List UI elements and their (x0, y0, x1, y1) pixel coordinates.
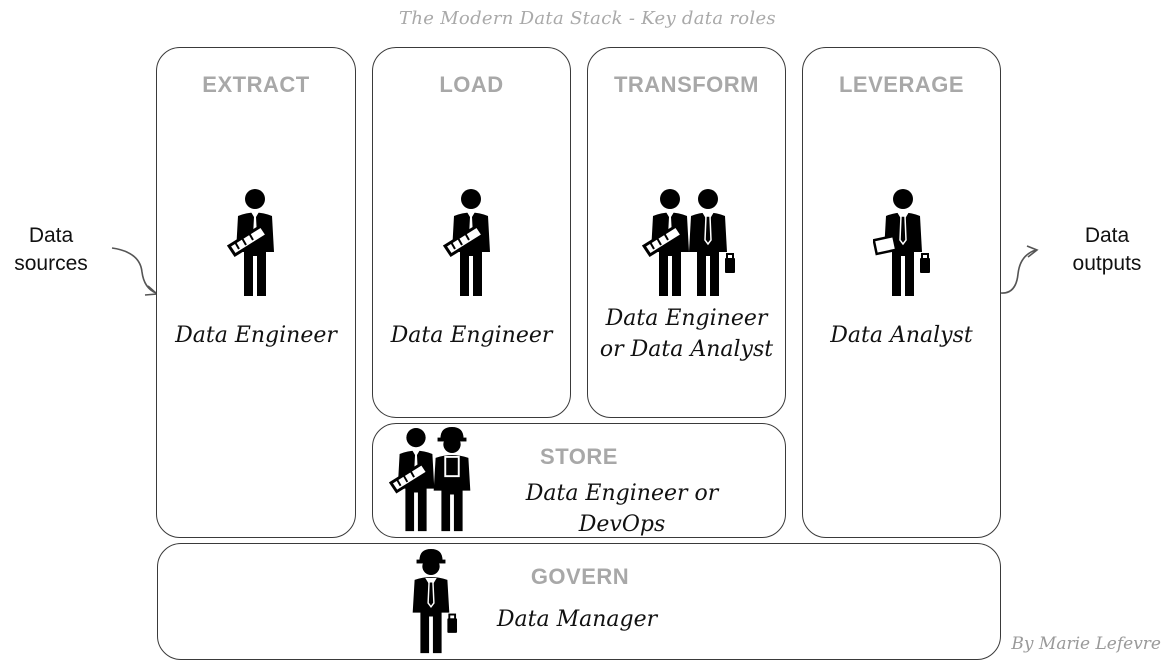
data-sources-line2: sources (14, 252, 88, 275)
extract-role: Data Engineer (175, 323, 337, 348)
output-arrow-head (1026, 245, 1039, 258)
data-outputs-line2: outputs (1072, 252, 1142, 275)
data-outputs-label: Data outputs (1064, 222, 1150, 278)
govern-label: GOVERN (530, 564, 630, 589)
engineer-with-blueprint-icon (225, 188, 285, 298)
load-label: LOAD (439, 72, 504, 97)
leverage-box: LEVERAGE Data Analyst (802, 47, 1001, 538)
diagram-title: The Modern Data Stack - Key data roles (399, 8, 776, 29)
engineer-with-blueprint-icon (441, 188, 501, 298)
store-box: STORE Data Engineer or DevOps (372, 423, 786, 538)
data-sources-line1: Data (28, 224, 74, 247)
govern-role: Data Manager (496, 607, 658, 632)
load-box: LOAD Data Engineer (372, 47, 571, 418)
transform-role: Data Engineer or Data Analyst (588, 303, 785, 365)
author-credit: By Marie Lefevre (1011, 634, 1161, 654)
input-arrow (111, 247, 157, 294)
store-label: STORE (540, 444, 618, 469)
leverage-label: LEVERAGE (838, 72, 965, 97)
load-role: Data Engineer (390, 323, 553, 348)
govern-box: GOVERN Data Manager (157, 543, 1001, 660)
transform-box: TRANSFORM Data Engineer or Data Analyst (587, 47, 786, 418)
extract-box: EXTRACT Data Engineer (156, 47, 356, 538)
worker-with-hardhat-icon (423, 427, 481, 533)
manager-with-hardhat-icon (402, 549, 460, 655)
analyst-with-briefcase-icon (873, 188, 933, 298)
extract-label: EXTRACT (202, 72, 310, 97)
transform-role-line1: Data Engineer (605, 306, 768, 331)
transform-role-line2: or Data Analyst (599, 337, 774, 362)
output-arrow (1000, 249, 1037, 294)
store-role: Data Engineer or DevOps (525, 481, 719, 537)
data-sources-label: Data sources (10, 222, 92, 278)
analyst-with-briefcase-icon (678, 188, 738, 298)
transform-label: TRANSFORM (613, 72, 760, 97)
data-outputs-line1: Data (1084, 224, 1130, 247)
leverage-role: Data Analyst (830, 323, 973, 348)
